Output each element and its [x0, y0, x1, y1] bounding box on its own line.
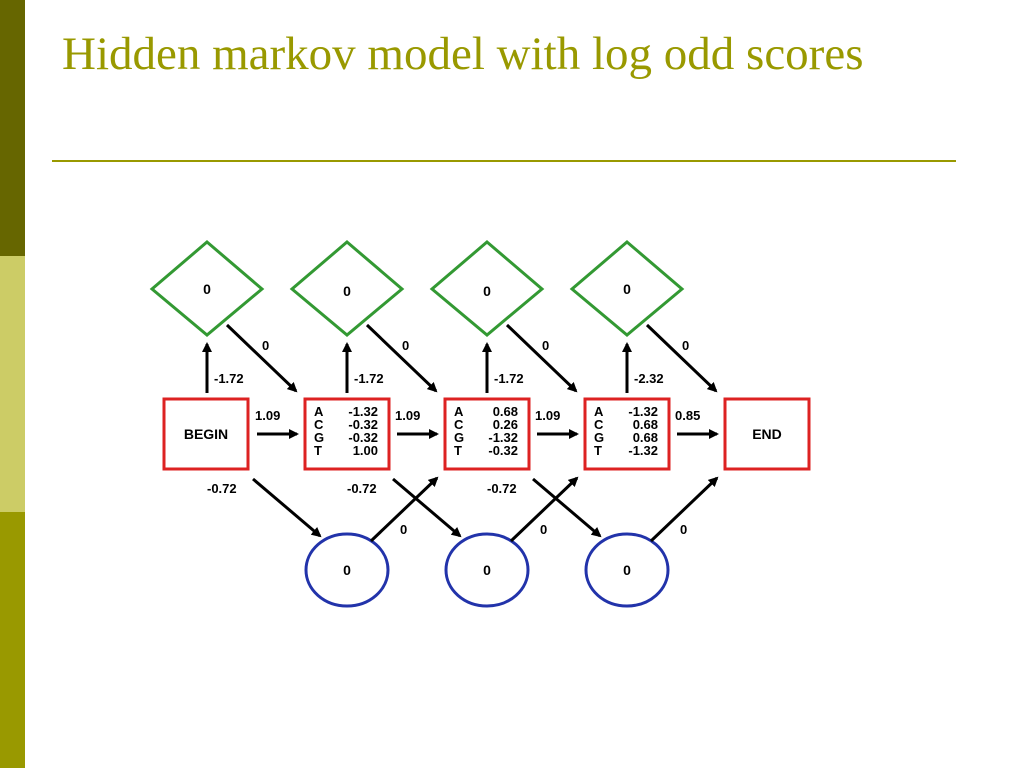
transition-from-insert-label: 0 [402, 338, 409, 353]
slide-title: Hidden markov model with log odd scores [62, 28, 864, 80]
emission-base: T [314, 443, 322, 458]
emission-score: 0.68 [633, 430, 658, 445]
end-state: END [723, 397, 811, 471]
emission-score: 0.68 [633, 417, 658, 432]
emission-base: G [314, 430, 324, 445]
arrow-from-insert-3 [645, 323, 718, 393]
title-divider [52, 160, 956, 162]
transition-to-delete-label: -0.72 [347, 481, 377, 496]
delete-state-value: 0 [483, 562, 491, 578]
begin-label: BEGIN [184, 426, 228, 442]
delete-state-2: 0 [444, 532, 530, 608]
delete-state-1: 0 [304, 532, 390, 608]
emission-score: -1.32 [488, 430, 518, 445]
insert-exit-arrows [225, 323, 718, 393]
insert-state-value: 0 [623, 281, 631, 297]
match-transition-label: 1.09 [535, 408, 560, 423]
side-bar-bottom [0, 512, 25, 768]
emission-base: A [454, 404, 464, 419]
emission-base: C [594, 417, 604, 432]
match-state-3: A -1.32 C 0.68 G 0.68 T -1.32 [583, 397, 671, 471]
insert-state-value: 0 [483, 283, 491, 299]
transition-from-delete-label: 0 [400, 522, 407, 537]
insert-state-0: 0 [149, 240, 265, 337]
arrow-from-insert-2 [505, 323, 578, 393]
transition-from-insert-label: 0 [542, 338, 549, 353]
transition-to-insert-label: -1.72 [494, 371, 524, 386]
emission-score: 0.68 [493, 404, 518, 419]
emission-score: 0.26 [493, 417, 518, 432]
emission-score: -0.32 [348, 430, 378, 445]
arrow-from-delete-2 [509, 476, 579, 543]
transition-to-insert-label: -1.72 [354, 371, 384, 386]
match-transition-label: 0.85 [675, 408, 700, 423]
emission-base: T [594, 443, 602, 458]
delete-state-value: 0 [343, 562, 351, 578]
delete-state-value: 0 [623, 562, 631, 578]
emission-score: -1.32 [348, 404, 378, 419]
emission-score: -1.32 [628, 443, 658, 458]
transition-to-insert-label: -2.32 [634, 371, 664, 386]
match-state-1: A -1.32 C -0.32 G -0.32 T 1.00 [303, 397, 391, 471]
transition-from-delete-label: 0 [540, 522, 547, 537]
insert-state-1: 0 [289, 240, 405, 337]
transition-to-delete-label: -0.72 [207, 481, 237, 496]
begin-state: BEGIN [162, 397, 250, 471]
transition-to-insert-label: -1.72 [214, 371, 244, 386]
emission-base: G [454, 430, 464, 445]
emission-base: G [594, 430, 604, 445]
insert-state-value: 0 [343, 283, 351, 299]
insert-state-3: 0 [569, 240, 685, 337]
emission-base: C [454, 417, 464, 432]
transition-from-delete-label: 0 [680, 522, 687, 537]
emission-base: A [594, 404, 604, 419]
arrow-from-delete-1 [369, 476, 439, 543]
insert-state-value: 0 [203, 281, 211, 297]
transition-from-insert-label: 0 [682, 338, 689, 353]
transition-from-insert-label: 0 [262, 338, 269, 353]
emission-score: 1.00 [353, 443, 378, 458]
arrow-from-insert-0 [225, 323, 298, 393]
emission-score: -1.32 [628, 404, 658, 419]
match-state-2: A 0.68 C 0.26 G -1.32 T -0.32 [443, 397, 531, 471]
delete-state-3: 0 [584, 532, 670, 608]
match-transition-label: 1.09 [395, 408, 420, 423]
match-transition-label: 1.09 [255, 408, 280, 423]
arrow-to-delete-2 [392, 477, 462, 538]
arrow-from-delete-3 [649, 476, 719, 543]
side-bar-middle [0, 256, 25, 512]
insert-state-2: 0 [429, 240, 545, 337]
arrow-from-insert-1 [365, 323, 438, 393]
transition-to-delete-label: -0.72 [487, 481, 517, 496]
insert-arrows [202, 342, 632, 393]
emission-base: T [454, 443, 462, 458]
delete-entry-arrows [252, 477, 602, 538]
delete-exit-arrows [369, 476, 719, 543]
emission-base: A [314, 404, 324, 419]
emission-score: -0.32 [348, 417, 378, 432]
end-label: END [752, 426, 782, 442]
side-bar-top [0, 0, 25, 256]
arrow-to-delete-1 [252, 477, 322, 538]
emission-base: C [314, 417, 324, 432]
arrow-to-delete-3 [532, 477, 602, 538]
emission-score: -0.32 [488, 443, 518, 458]
